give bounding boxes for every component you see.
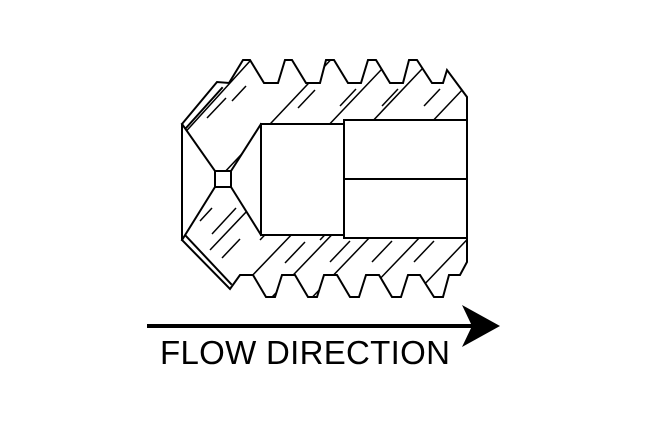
orifice <box>180 122 263 242</box>
flow-direction-label: FLOW DIRECTION <box>160 334 451 371</box>
arrow-right-icon <box>147 305 500 347</box>
section-hatching <box>182 60 467 297</box>
threaded-body-outline <box>181 59 468 298</box>
